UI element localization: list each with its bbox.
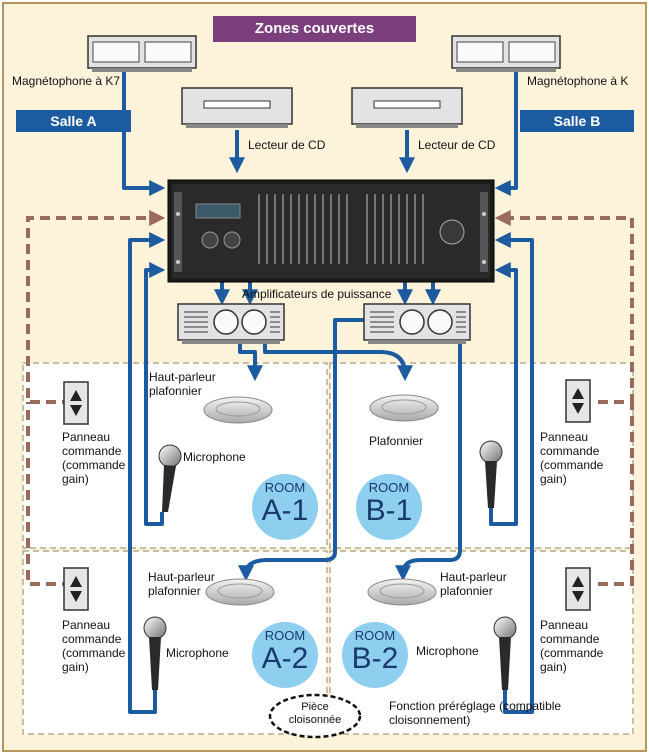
- amplifiers-label: Amplificateurs de puissance: [242, 287, 392, 301]
- room-prefix: ROOM: [368, 480, 410, 495]
- control-panel-b1-label: Panneau commande (commande gain): [540, 430, 604, 486]
- control-panel-a1-label: Panneau commande (commande gain): [62, 430, 126, 486]
- control-panel-a2: [63, 567, 89, 611]
- control-panel-b2: [565, 567, 591, 611]
- microphone-b2-label: Microphone: [416, 644, 479, 658]
- power-amp-right: [363, 303, 471, 344]
- cd-player-left-label: Lecteur de CD: [248, 138, 326, 152]
- room-id: A-2: [261, 642, 309, 675]
- ceiling-speaker-b2: [367, 578, 437, 606]
- page-title: Zones couvertes: [213, 16, 416, 42]
- tape-deck-left: [87, 35, 197, 72]
- microphone-b1: [479, 440, 503, 508]
- cd-player-right-label: Lecteur de CD: [418, 138, 496, 152]
- microphone-a2-label: Microphone: [166, 646, 229, 660]
- room-id: B-1: [365, 494, 413, 527]
- room-prefix: ROOM: [264, 628, 306, 643]
- ceiling-speaker-a2: [205, 578, 275, 606]
- tape-deck-right: [451, 35, 561, 72]
- tape-deck-right-label: Magnétophone à K: [527, 74, 629, 88]
- signal-lines: [122, 66, 534, 714]
- control-panel-a1: [63, 381, 89, 425]
- microphone-b2: [493, 616, 517, 690]
- room-bubble-a2: ROOM A-2: [252, 622, 318, 688]
- room-bubble-b1: ROOM B-1: [356, 474, 422, 540]
- tape-deck-left-label: Magnétophone à K7: [12, 74, 121, 88]
- partition-room-outline: [268, 693, 362, 739]
- microphone-a1-label: Microphone: [183, 450, 246, 464]
- room-prefix: ROOM: [264, 480, 306, 495]
- room-bubble-b2: ROOM B-2: [342, 622, 408, 688]
- cd-player-left: [181, 87, 293, 128]
- power-amp-left: [177, 303, 285, 344]
- control-panel-b1: [565, 379, 591, 423]
- microphone-a1: [158, 444, 182, 512]
- salle-a-label: Salle A: [16, 110, 131, 132]
- plafonnier-b1-label: Plafonnier: [369, 434, 424, 448]
- ceiling-speaker-a2-label: Haut-parleur plafonnier: [148, 570, 215, 598]
- ceiling-speaker-a1: [203, 396, 273, 424]
- room-prefix: ROOM: [354, 628, 396, 643]
- partition-room-label: Pièce cloisonnée: [288, 701, 342, 726]
- room-id: B-2: [351, 642, 399, 675]
- control-panel-b2-label: Panneau commande (commande gain): [540, 618, 604, 674]
- control-panel-a2-label: Panneau commande (commande gain): [62, 618, 126, 674]
- ceiling-speaker-a1-label: Haut-parleur plafonnier: [149, 370, 216, 398]
- salle-b-label: Salle B: [520, 110, 634, 132]
- room-id: A-1: [261, 494, 309, 527]
- ceiling-speaker-b1: [369, 394, 439, 422]
- mixer-rack: [167, 179, 495, 283]
- microphone-a2: [143, 616, 167, 690]
- cd-player-right: [351, 87, 463, 128]
- room-bubble-a1: ROOM A-1: [252, 474, 318, 540]
- ceiling-speaker-b2-label: Haut-parleur plafonnier: [440, 570, 507, 598]
- preset-function-label: Fonction préréglage (compatible cloisonn…: [389, 699, 562, 727]
